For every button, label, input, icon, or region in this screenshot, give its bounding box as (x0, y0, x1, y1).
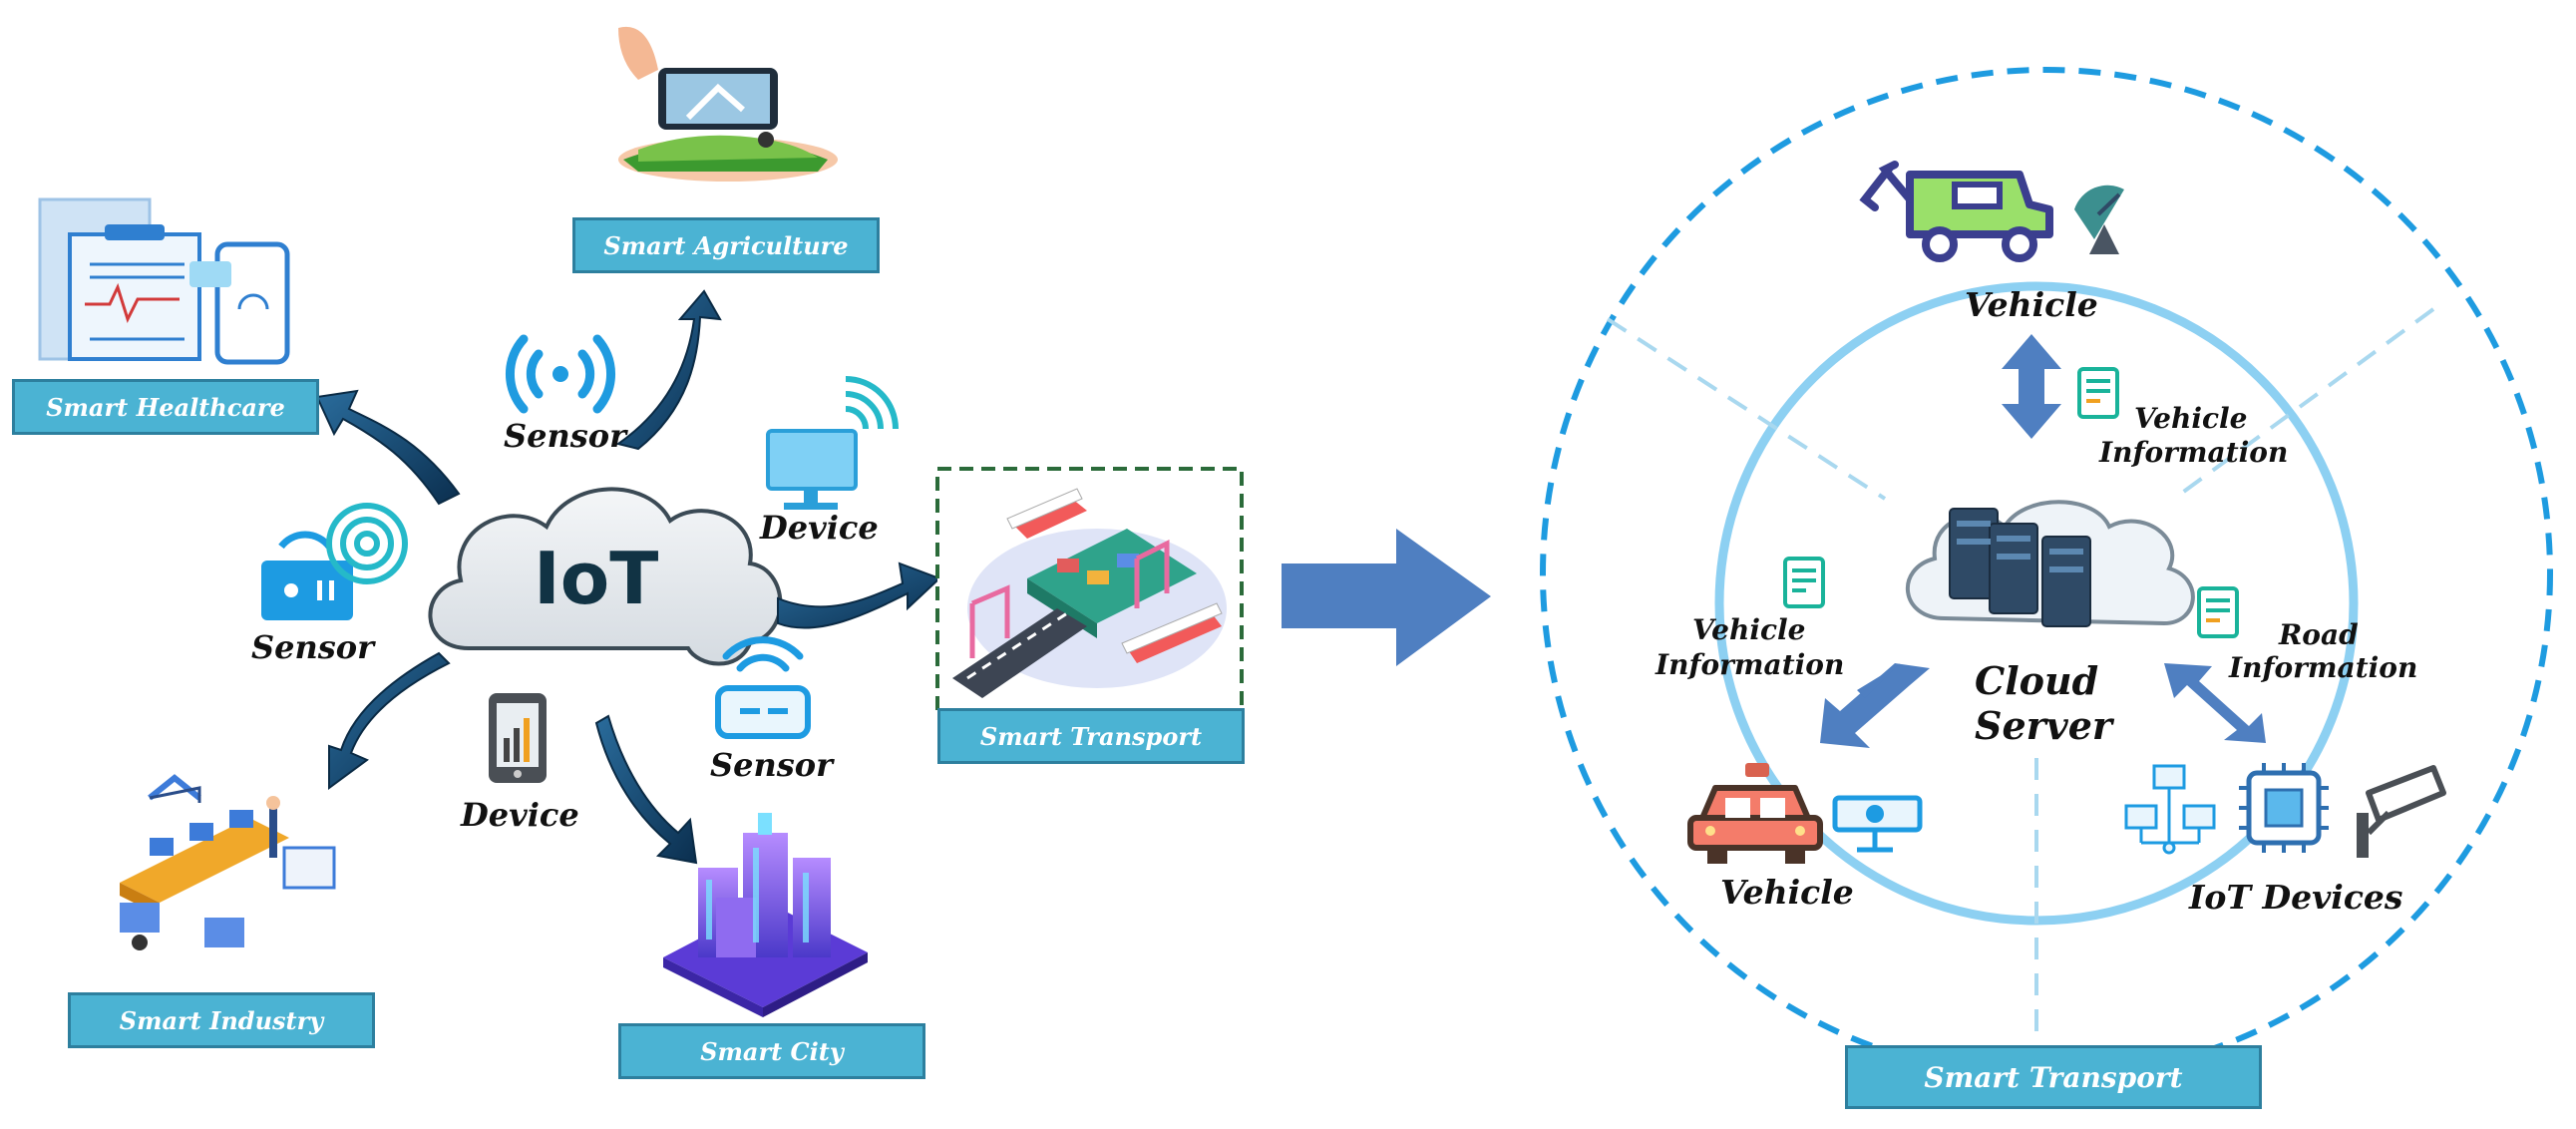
sensor-wifi-icon-top (506, 334, 615, 414)
caption-smart-healthcare: Smart Healthcare (12, 379, 319, 435)
device-label-monitor: Device (760, 509, 879, 547)
cloud-server-label-line2: Server (1975, 703, 2112, 748)
arrow-to-industry (328, 651, 451, 790)
camera-icon (1832, 795, 1923, 853)
cctv-camera-icon (2357, 765, 2446, 858)
vehicle-label-bottom: Vehicle (1720, 873, 1854, 912)
arrow-to-transport (777, 562, 941, 629)
road-info-line1: Road (2279, 618, 2359, 651)
big-transition-arrow (1282, 529, 1491, 666)
network-icon (2124, 764, 2216, 855)
caption-smart-agriculture: Smart Agriculture (572, 217, 880, 273)
document-icon-top (2077, 367, 2119, 419)
arrow-to-agriculture (615, 289, 722, 451)
cloud-server-label: Cloud Server (1975, 658, 2112, 748)
vehicle-info-left-line2: Information (1656, 648, 1845, 681)
caption-smart-industry: Smart Industry (68, 992, 375, 1048)
sector-divider-lines (1606, 307, 2435, 1042)
tow-truck-icon (1859, 161, 2053, 262)
document-icon-left (1783, 557, 1825, 608)
chip-icon (2239, 763, 2329, 853)
caption-smart-transport-left: Smart Transport (937, 708, 1245, 764)
cloud-server-label-line1: Cloud (1975, 658, 2099, 703)
vehicle-info-left-line1: Vehicle (1692, 613, 1806, 646)
sensor-label-right: Sensor (710, 746, 833, 784)
devices-server-double-arrow (2164, 663, 2266, 743)
vehicle-server-double-arrow (2002, 334, 2061, 439)
vehicle-info-top-line2: Information (2099, 436, 2289, 469)
smart-industry-illustration (120, 774, 336, 950)
vehicle-info-top-line1: Vehicle (2134, 402, 2248, 435)
satellite-dish-icon (2074, 185, 2124, 254)
sensor-label-left: Sensor (251, 628, 374, 666)
device-monitor-icon (766, 376, 899, 510)
smart-city-illustration (663, 813, 868, 1017)
arrow-to-healthcare (315, 389, 461, 506)
sensor-router-icon (715, 636, 811, 739)
iot-hub-label: IoT (534, 537, 659, 620)
taxi-icon (1687, 763, 1823, 864)
taxi-server-double-arrow (1820, 663, 1930, 748)
device-label-phone: Device (461, 796, 579, 834)
vehicle-label-top: Vehicle (1965, 285, 2098, 324)
smart-agriculture-illustration (618, 26, 838, 182)
smart-transport-port-illustration (935, 467, 1244, 715)
smart-healthcare-illustration (38, 197, 290, 365)
caption-smart-city: Smart City (618, 1023, 925, 1079)
arrow-to-city (594, 714, 698, 865)
sensor-label-top: Sensor (504, 417, 626, 455)
sensor-box-icon-left (261, 503, 408, 620)
iot-devices-label: IoT Devices (2189, 878, 2403, 917)
road-info-line2: Information (2229, 651, 2418, 684)
caption-smart-transport-right: Smart Transport (1845, 1045, 2262, 1109)
device-phone-icon (489, 693, 547, 783)
document-icon-right (2197, 586, 2239, 638)
cloud-server-icon (1906, 500, 2195, 627)
